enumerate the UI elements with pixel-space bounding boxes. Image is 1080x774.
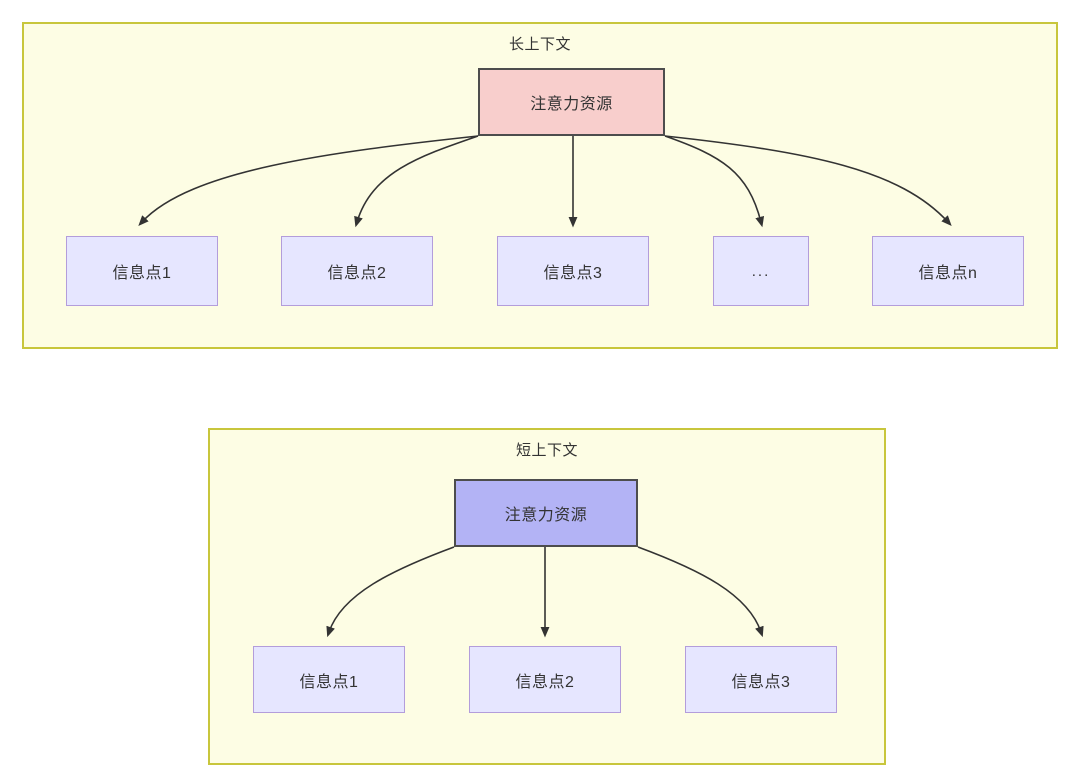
node-long-info-point-2[interactable]: 信息点2 [281,236,433,306]
node-long-attention-resource[interactable]: 注意力资源 [478,68,665,136]
group-long-context-title: 长上下文 [508,36,571,53]
node-label: 信息点1 [112,265,172,282]
node-label: 注意力资源 [504,507,588,524]
node-long-info-point-3[interactable]: 信息点3 [497,236,649,306]
node-label: ... [751,262,771,280]
node-short-info-point-3[interactable]: 信息点3 [685,646,837,713]
node-label: 信息点2 [327,265,387,282]
group-short-context-title: 短上下文 [515,442,578,459]
node-short-info-point-2[interactable]: 信息点2 [469,646,621,713]
node-short-info-point-1[interactable]: 信息点1 [253,646,405,713]
node-label: 注意力资源 [530,96,613,113]
node-short-attention-resource[interactable]: 注意力资源 [454,479,638,547]
node-label: 信息点3 [543,265,603,282]
node-label: 信息点1 [299,673,359,691]
node-long-info-point-n[interactable]: 信息点n [872,236,1024,306]
node-label: 信息点3 [731,673,791,691]
node-label: 信息点2 [515,673,575,691]
node-long-info-point-1[interactable]: 信息点1 [66,236,218,306]
node-long-info-point-ellipsis[interactable]: ... [713,236,809,306]
node-label: 信息点n [918,265,978,282]
